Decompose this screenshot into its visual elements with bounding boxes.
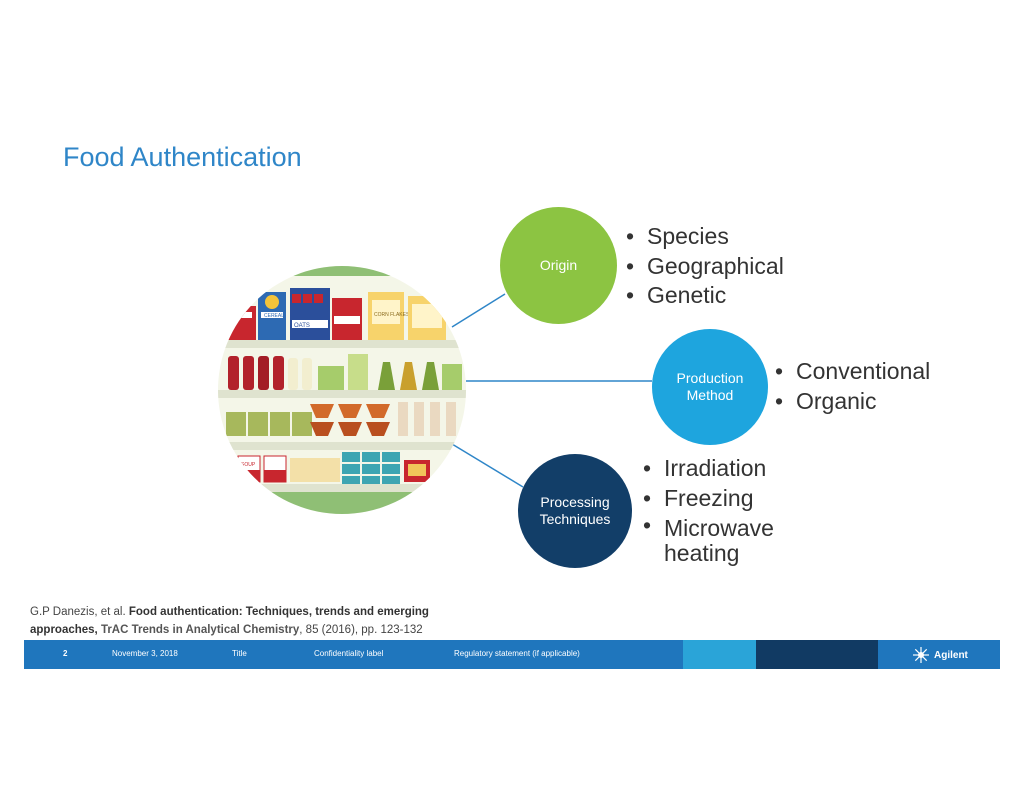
bullet-item: Conventional	[775, 357, 930, 387]
bullet-item: Genetic	[626, 281, 784, 311]
bullet-item: Organic	[775, 387, 930, 417]
soup-label: SOUP	[241, 462, 256, 468]
origin-label: Origin	[539, 257, 578, 273]
reference-citation: G.P Danezis, et al. Food authentication:…	[30, 603, 490, 639]
reference-title: Food authentication: Techniques, trends …	[30, 606, 429, 636]
reference-authors: G.P Danezis, et al.	[30, 606, 129, 618]
boxes-row	[226, 402, 456, 436]
bullet-item: Microwave heating	[643, 513, 794, 566]
footer-confidentiality: Confidentiality label	[314, 649, 384, 658]
footer-block-logo	[878, 640, 1000, 669]
bullet-item: Geographical	[626, 252, 784, 282]
footer-block-light	[683, 640, 756, 669]
footer-date: November 3, 2018	[112, 649, 178, 658]
connector-processing	[451, 443, 524, 488]
footer-bar: 2 November 3, 2018 Title Confidentiality…	[24, 640, 1000, 669]
page-number: 2	[63, 649, 68, 658]
footer-title: Title	[232, 649, 247, 658]
agilent-spark-icon	[913, 647, 929, 663]
footer-block-dark	[756, 640, 878, 669]
reference-details: , 85 (2016), pp. 123-132	[299, 624, 423, 636]
agilent-logo-text: Agilent	[934, 649, 968, 661]
cereal-label: CEREAL	[264, 313, 284, 319]
soup-cans-row: SOUP	[237, 452, 430, 484]
processing-techniques-bullets: Irradiation Freezing Microwave heating	[643, 454, 794, 566]
production-method-bullets: Conventional Organic	[775, 357, 930, 416]
oats-label: OATS	[294, 323, 310, 329]
grocery-shelf-illustration: CEREAL OATS CORN FLAKES	[218, 266, 466, 514]
bullet-item: Irradiation	[643, 454, 794, 484]
slide-title: Food Authentication	[63, 142, 302, 172]
origin-circle: Origin	[500, 207, 617, 324]
footer-regulatory: Regulatory statement (if applicable)	[454, 649, 580, 658]
corn-flakes-label: CORN FLAKES	[374, 312, 410, 318]
bullet-item: Species	[626, 222, 784, 252]
connector-origin	[451, 293, 506, 328]
origin-bullets: Species Geographical Genetic	[626, 222, 784, 311]
agilent-logo: Agilent	[912, 646, 968, 664]
bottles-row	[228, 354, 462, 390]
bullet-item: Freezing	[643, 484, 794, 514]
reference-journal: TrAC Trends in Analytical Chemistry	[97, 624, 300, 636]
